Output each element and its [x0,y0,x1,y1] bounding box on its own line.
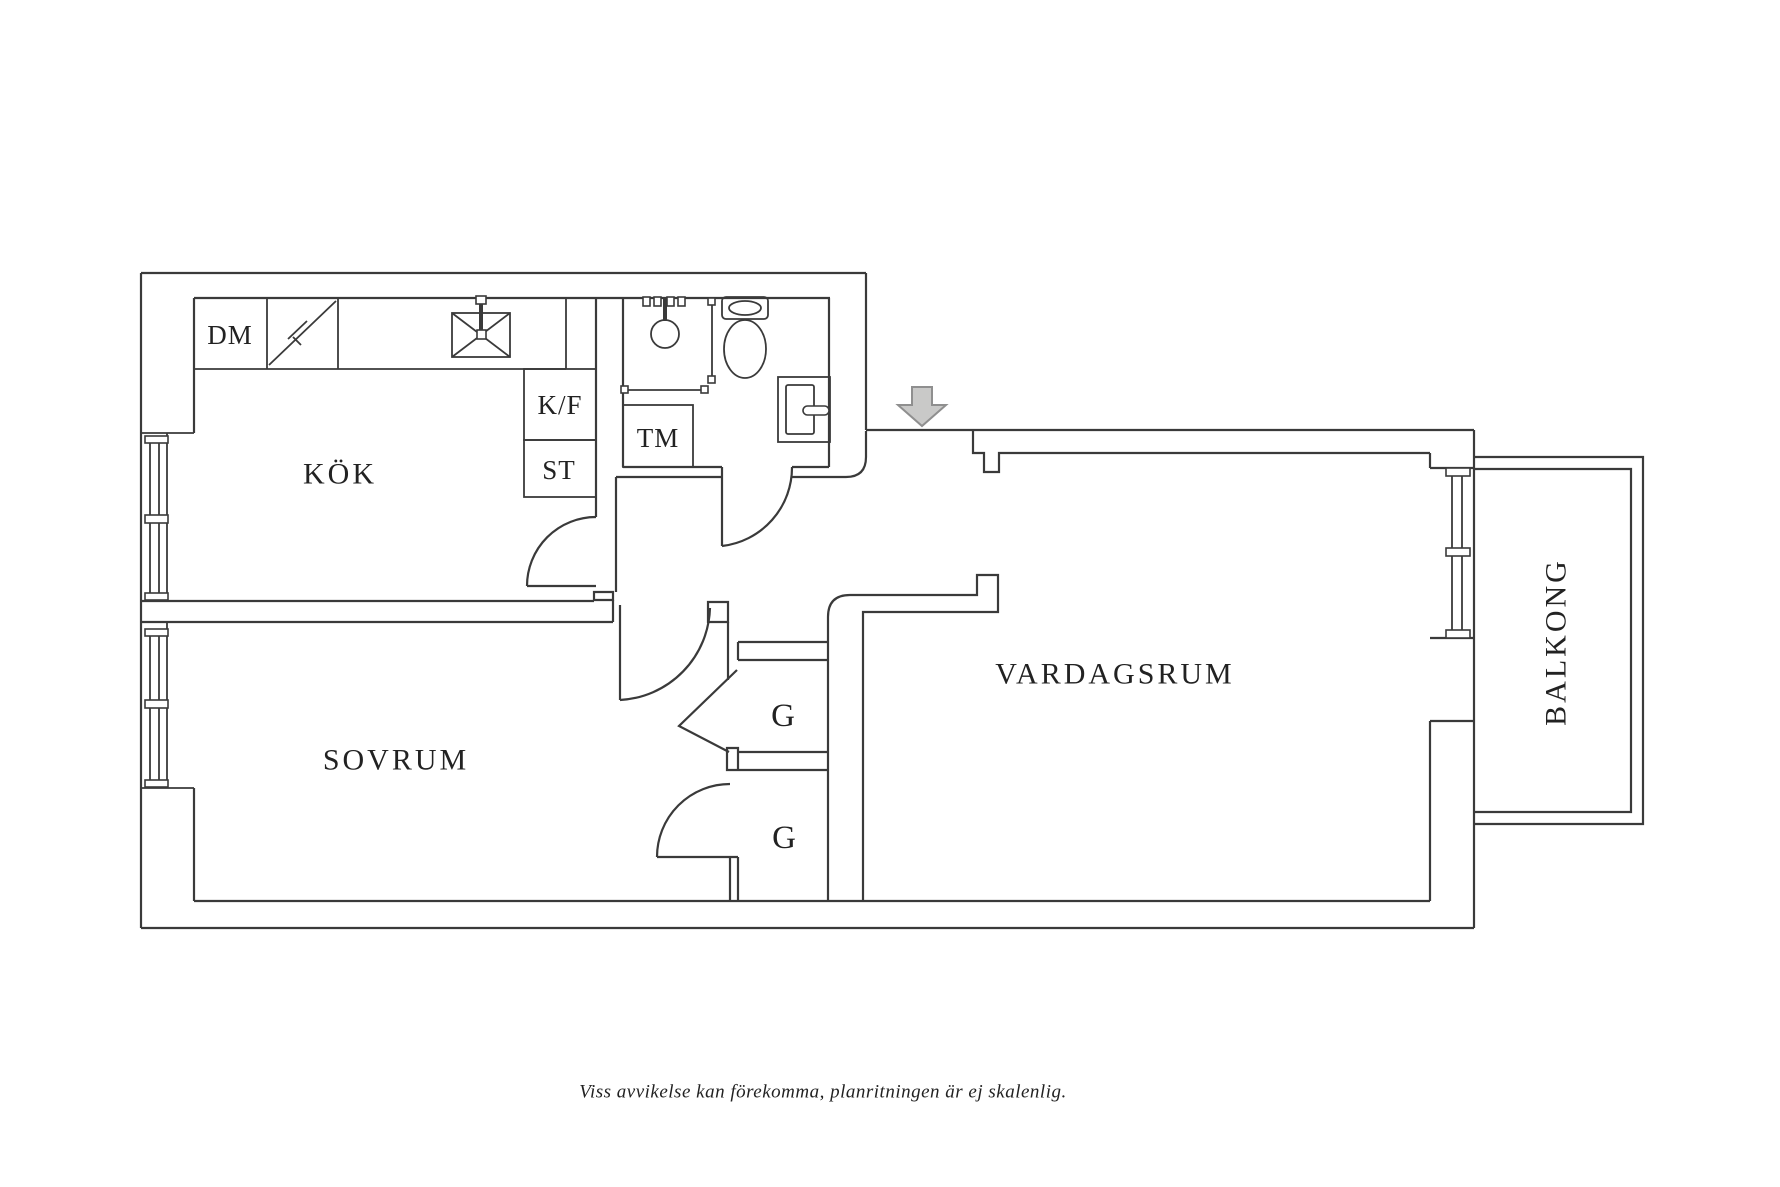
shower-screen [620,297,716,394]
kitchen-window [141,432,194,602]
toilet-icon [721,296,769,379]
kitchen-sink-icon [451,295,511,358]
cleaning-closet-box [523,439,597,498]
label-washing-machine: TM [637,423,680,453]
closet-west-wall-stub [728,855,740,901]
living-room-top-inner-and-jamb [971,430,1430,474]
entry-corner-fillet [845,431,868,479]
bedroom-door [618,605,712,702]
bedroom-door-left-jamb [592,590,615,602]
balcony-window-top-cap [1428,453,1474,470]
label-cleaning-closet: ST [542,455,576,485]
stove-icon [268,300,337,366]
label-dishwasher: DM [207,320,253,350]
shower-icon [642,296,686,349]
bathroom-sink-icon [777,376,831,443]
washing-machine-box [622,404,694,468]
balcony-window [1445,467,1471,639]
kitchen-door [525,515,597,588]
label-wardrobe-upper: G [771,698,795,734]
wall-outline [139,271,1476,930]
kitchen-counter [194,298,567,370]
bedroom-door-right-jamb [706,600,730,624]
room-label-balcony: BALKONG [1540,558,1573,726]
balcony-outline [1474,455,1645,826]
right-wall-lower-inner [1428,719,1474,901]
entrance-arrow-icon [895,386,949,428]
closet-divider-wall [725,746,828,772]
room-label-kitchen: KÖK [303,458,377,491]
wardrobe-lower-door [655,782,731,859]
closet-upper-north-wall [736,640,828,662]
bedroom-window [141,621,194,789]
bathroom-door [720,466,794,548]
disclaimer-text: Viss avvikelse kan förekomma, planritnin… [579,1082,1066,1103]
label-fridge-freezer: K/F [537,390,582,420]
label-wardrobe-lower: G [772,820,796,856]
hall-living-room-wall [826,573,1000,901]
wardrobe-upper-door [677,669,738,753]
room-label-living-room: VARDAGSRUM [995,658,1235,691]
room-label-bedroom: SOVRUM [323,744,469,777]
bedroom-north-bottom-edge [141,600,615,624]
